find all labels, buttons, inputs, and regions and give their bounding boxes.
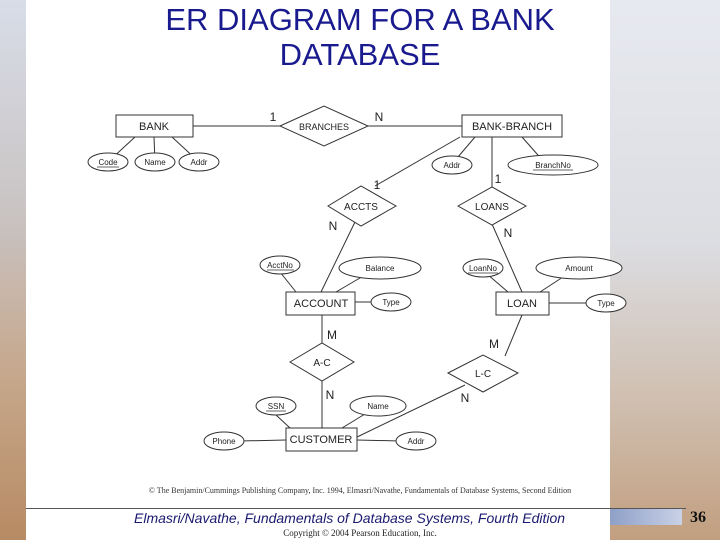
footer-accent-bar — [610, 509, 682, 525]
attribute-bank-addr-label: Addr — [191, 158, 208, 167]
cardinality-ac-account: M — [327, 328, 337, 342]
entity-customer-label: CUSTOMER — [290, 434, 353, 446]
relationship-branches-label: BRANCHES — [299, 122, 349, 132]
attribute-branchno-label: BranchNo — [535, 161, 571, 170]
attribute-balance-shape — [338, 256, 422, 280]
copyright-notice: Copyright © 2004 Pearson Education, Inc. — [283, 528, 437, 538]
cardinality-accts-account: N — [329, 219, 338, 233]
attribute-loanno-label: LoanNo — [469, 264, 498, 273]
attribute-loan-type-shape — [585, 293, 627, 313]
attribute-cust-name-label: Name — [367, 402, 389, 411]
line-loan-lc — [504, 314, 523, 357]
line-account-acctno — [279, 271, 297, 293]
relationship-ac-shape — [289, 342, 355, 382]
attribute-cust-name-shape — [349, 395, 407, 417]
cardinality-loans-loan: N — [504, 226, 513, 240]
entity-loan-label: LOAN — [507, 298, 537, 310]
attribute-code-shape — [87, 152, 129, 172]
attribute-cust-addr-label: Addr — [408, 437, 425, 446]
attribute-branchno-shape — [507, 154, 599, 176]
line-loans-loan — [491, 223, 523, 293]
relationship-ac-label: A-C — [313, 358, 330, 369]
cardinality-ac-customer: N — [326, 388, 335, 402]
attribute-balance-label: Balance — [366, 264, 395, 273]
cardinality-loans-branch: 1 — [495, 172, 502, 186]
attribute-phone-shape — [203, 431, 245, 451]
line-customer-addr — [356, 439, 401, 442]
footer-divider — [26, 508, 686, 509]
attribute-bank-name-label: Name — [144, 158, 166, 167]
entity-customer-box — [285, 427, 358, 452]
entity-loan-box — [495, 291, 550, 316]
attribute-loanno-shape — [462, 258, 504, 278]
line-customer-name — [341, 413, 366, 429]
entity-bank-branch-label: BANK-BRANCH — [472, 121, 552, 133]
attribute-acctno-shape — [259, 255, 301, 275]
line-lc-customer — [354, 384, 466, 439]
attribute-cust-addr-shape — [395, 431, 437, 451]
title-line-2: DATABASE — [279, 37, 441, 72]
slide-title: ER DIAGRAM FOR A BANK DATABASE — [0, 2, 720, 72]
cardinality-branches-branch: N — [375, 110, 384, 124]
attribute-amount-shape — [535, 256, 623, 280]
line-accts-account — [320, 221, 356, 293]
attribute-ssn-shape — [255, 396, 297, 416]
page-number: 36 — [690, 509, 706, 526]
line-loan-amount — [539, 276, 564, 293]
attribute-bank-addr-shape — [178, 152, 220, 172]
attribute-branch-addr-shape — [431, 155, 473, 175]
entity-account-label: ACCOUNT — [294, 298, 349, 310]
relationship-loans-label: LOANS — [475, 202, 509, 213]
attribute-acct-type-label: Type — [382, 298, 400, 307]
attribute-acct-type-shape — [370, 292, 412, 312]
line-customer-phone — [239, 439, 287, 442]
line-loan-loanno — [486, 273, 509, 293]
relationship-loans-shape — [456, 186, 528, 226]
entity-bank-label: BANK — [139, 121, 170, 133]
line-customer-ssn — [275, 414, 291, 429]
relationship-lc-shape — [446, 354, 520, 393]
cardinality-accts-branch: 1 — [374, 178, 381, 192]
cardinality-branches-bank: 1 — [270, 110, 277, 124]
attribute-amount-label: Amount — [565, 264, 593, 273]
relationship-accts-label: ACCTS — [344, 202, 378, 213]
title-line-1: ER DIAGRAM FOR A BANK — [165, 2, 555, 37]
entity-bank-branch-box — [461, 114, 563, 138]
attribute-phone-label: Phone — [212, 437, 236, 446]
entity-bank-box — [115, 114, 194, 138]
entity-account-box — [285, 291, 356, 316]
attribute-branch-addr-label: Addr — [444, 161, 461, 170]
attribute-bank-name-shape — [134, 152, 176, 172]
cardinality-lc-customer: N — [461, 391, 470, 405]
background-strip-right — [610, 0, 720, 540]
relationship-branches-shape — [278, 105, 370, 147]
background-strip-left — [0, 0, 26, 540]
attribute-loan-type-label: Type — [597, 299, 615, 308]
relationship-accts-shape — [327, 185, 398, 227]
attribute-acctno-label: AcctNo — [267, 261, 293, 270]
attribute-code-label: Code — [98, 158, 118, 167]
footer-citation: Elmasri/Navathe, Fundamentals of Databas… — [134, 510, 566, 526]
figure-credit: © The Benjamin/Cummings Publishing Compa… — [148, 486, 572, 495]
relationship-lc-label: L-C — [475, 369, 491, 380]
slide-canvas — [26, 0, 610, 510]
line-branch-accts — [374, 136, 461, 187]
attribute-ssn-label: SSN — [268, 402, 285, 411]
cardinality-lc-loan: M — [489, 337, 499, 351]
